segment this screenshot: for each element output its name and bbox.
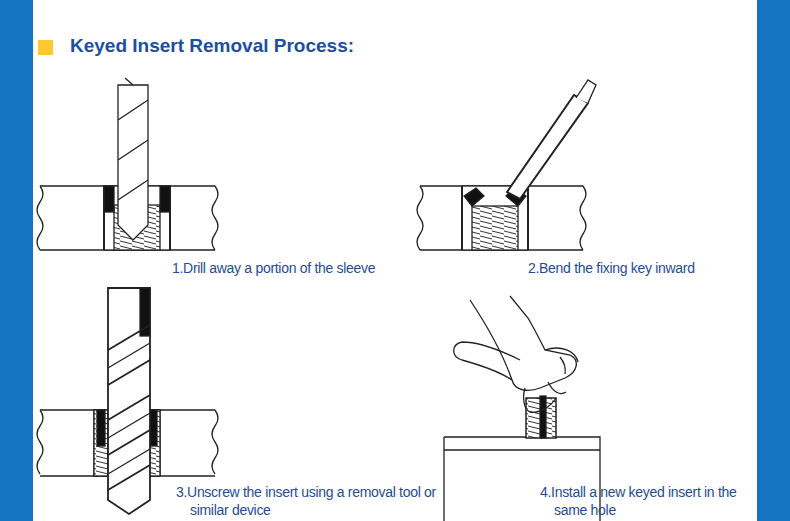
step-caption: 4.Install a new keyed insert in the same… <box>540 483 766 519</box>
step-caption: 1.Drill away a portion of the sleeve <box>172 259 426 277</box>
step-caption: 2.Bend the fixing key inward <box>528 259 742 277</box>
side-band <box>757 0 790 521</box>
title: Keyed Insert Removal Process: <box>70 35 354 57</box>
side-band <box>0 0 33 521</box>
step-caption: 3.Unscrew the insert using a removal too… <box>176 483 448 519</box>
title-bullet <box>38 40 53 55</box>
